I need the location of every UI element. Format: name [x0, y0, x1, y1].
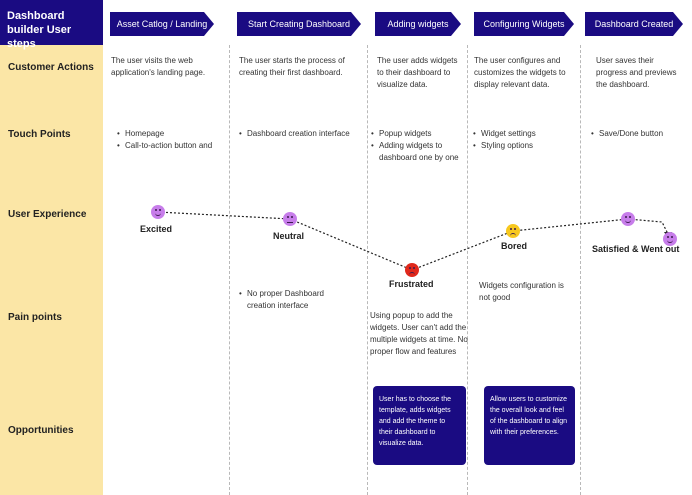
touch-point-item: Dashboard creation interface	[239, 128, 353, 140]
row-label-opportunities: Opportunities	[8, 425, 74, 436]
emotion-face-icon	[405, 263, 419, 277]
customer-action-4: The user configures and customizes the w…	[474, 56, 566, 89]
emotion-label-satisfied: Satisfied & Went out	[592, 244, 680, 254]
touch-point-item: Popup widgets	[371, 128, 465, 140]
column-divider	[229, 45, 230, 495]
emotion-face-icon	[621, 212, 635, 226]
emotion-label-neutral: Neutral	[273, 231, 305, 241]
emotion-face-icon	[506, 224, 520, 238]
emotion-face-icon	[151, 205, 165, 219]
touch-point-item: Save/Done button	[591, 128, 685, 140]
touch-points-5: Save/Done button	[585, 128, 685, 140]
row-label-user-experience: User Experience	[8, 209, 87, 220]
stage-start-creating: Start Creating Dashboard	[237, 12, 361, 36]
column-divider	[580, 45, 581, 495]
touch-point-item: Styling options	[473, 140, 577, 152]
touch-point-item: Widget settings	[473, 128, 577, 140]
stage-dashboard-created: Dashboard Created	[585, 12, 683, 36]
opportunity-card-configuring: Allow users to customize the overall loo…	[484, 386, 575, 465]
customer-action-3: The user adds widgets to their dashboard…	[377, 56, 458, 89]
emotion-face-icon	[283, 212, 297, 226]
opportunity-card-adding-widgets: User has to choose the template, adds wi…	[373, 386, 466, 465]
emotion-face-icon	[663, 232, 677, 246]
column-divider	[367, 45, 368, 495]
touch-points-2: Dashboard creation interface	[233, 128, 353, 140]
row-label-sidebar	[0, 0, 103, 495]
stage-configuring-widgets: Configuring Widgets	[474, 12, 574, 36]
pain-points-4: Widgets configuration is not good	[479, 281, 564, 302]
touch-point-item: Homepage	[117, 128, 229, 140]
touch-point-item: Call-to-action button and	[117, 140, 229, 152]
customer-action-2: The user starts the process of creating …	[239, 56, 345, 77]
customer-action-5: User saves their progress and previews t…	[596, 56, 677, 89]
row-label-customer-actions: Customer Actions	[8, 62, 94, 73]
emotion-label-excited: Excited	[140, 224, 173, 234]
row-label-touch-points: Touch Points	[8, 129, 71, 140]
pain-points-2: No proper Dashboard creation interface	[233, 288, 353, 312]
stage-asset-catalog: Asset Catlog / Landing	[110, 12, 214, 36]
journey-title: Dashboard builder User steps	[7, 10, 72, 50]
touch-points-4: Widget settings Styling options	[467, 128, 577, 152]
pain-points-3: Using popup to add the widgets. User can…	[370, 311, 468, 356]
touch-points-3: Popup widgets Adding widgets to dashboar…	[365, 128, 465, 164]
row-label-pain-points: Pain points	[8, 312, 62, 323]
touch-point-item: Adding widgets to dashboard one by one	[371, 140, 465, 164]
customer-action-1: The user visits the web application's la…	[111, 56, 206, 77]
emotion-label-frustrated: Frustrated	[389, 279, 434, 289]
emotion-label-bored: Bored	[501, 241, 528, 251]
stage-adding-widgets: Adding widgets	[375, 12, 461, 36]
journey-title-block: Dashboard builder User steps	[0, 0, 103, 50]
pain-point-item: No proper Dashboard creation interface	[239, 288, 353, 312]
column-divider	[467, 45, 468, 495]
touch-points-1: Homepage Call-to-action button and	[111, 128, 229, 152]
